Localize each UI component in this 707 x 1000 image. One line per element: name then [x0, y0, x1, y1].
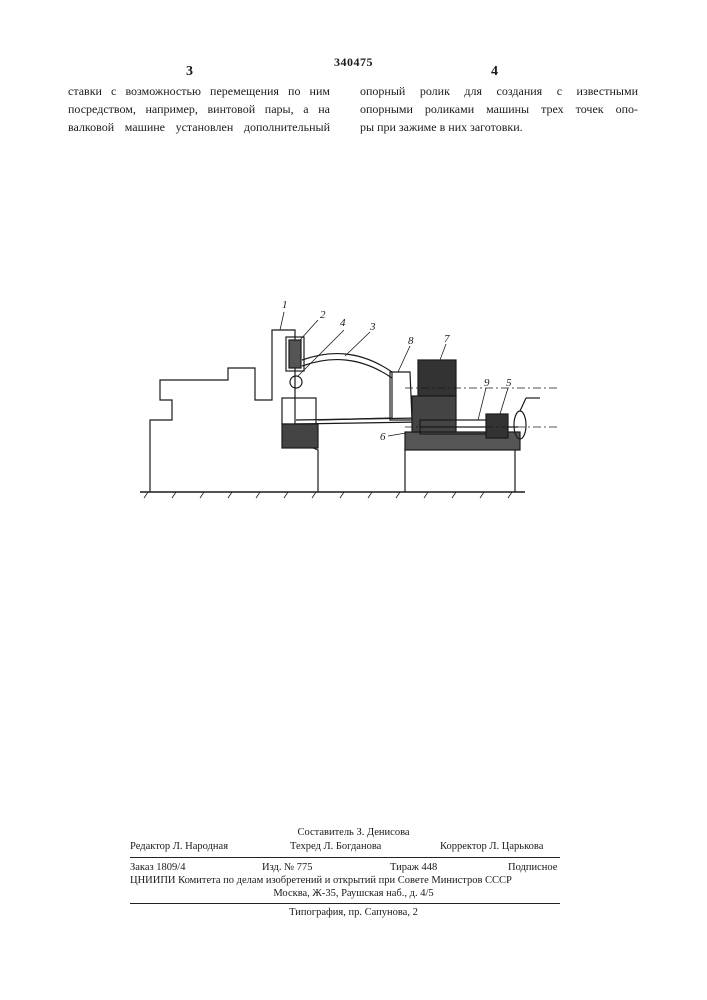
editor-line: Редактор Л. Народная: [130, 840, 228, 853]
label-1: 1: [282, 299, 288, 311]
divider: [130, 857, 560, 858]
address-line: Москва, Ж-35, Раушская наб., д. 4/5: [0, 887, 707, 900]
label-5: 5: [506, 377, 512, 389]
support-roller: [290, 376, 302, 388]
institution-line: ЦНИИПИ Комитета по делам изобретений и о…: [130, 874, 560, 887]
corrector-line: Корректор Л. Царькова: [440, 840, 543, 853]
label-8: 8: [408, 335, 414, 347]
compiler-line: Составитель З. Денисова: [0, 826, 707, 839]
edition-line: Изд. № 775: [262, 861, 313, 874]
housing: [418, 360, 456, 396]
ground-hatching: [144, 492, 512, 498]
label-9: 9: [484, 377, 490, 389]
label-7: 7: [444, 333, 450, 345]
chuck: [390, 372, 412, 420]
order-line: Заказ 1809/4: [130, 861, 185, 874]
circulation-line: Тираж 448: [390, 861, 437, 874]
techeditor-line: Техред Л. Богданова: [290, 840, 381, 853]
label-3: 3: [369, 321, 376, 333]
printer-line: Типография, пр. Сапунова, 2: [0, 906, 707, 919]
label-6: 6: [380, 431, 386, 443]
label-2: 2: [320, 309, 326, 321]
right-bed: [405, 448, 515, 492]
subscription-line: Подписное: [508, 861, 557, 874]
label-4: 4: [340, 317, 346, 329]
divider: [130, 903, 560, 904]
carriage: [486, 414, 508, 438]
